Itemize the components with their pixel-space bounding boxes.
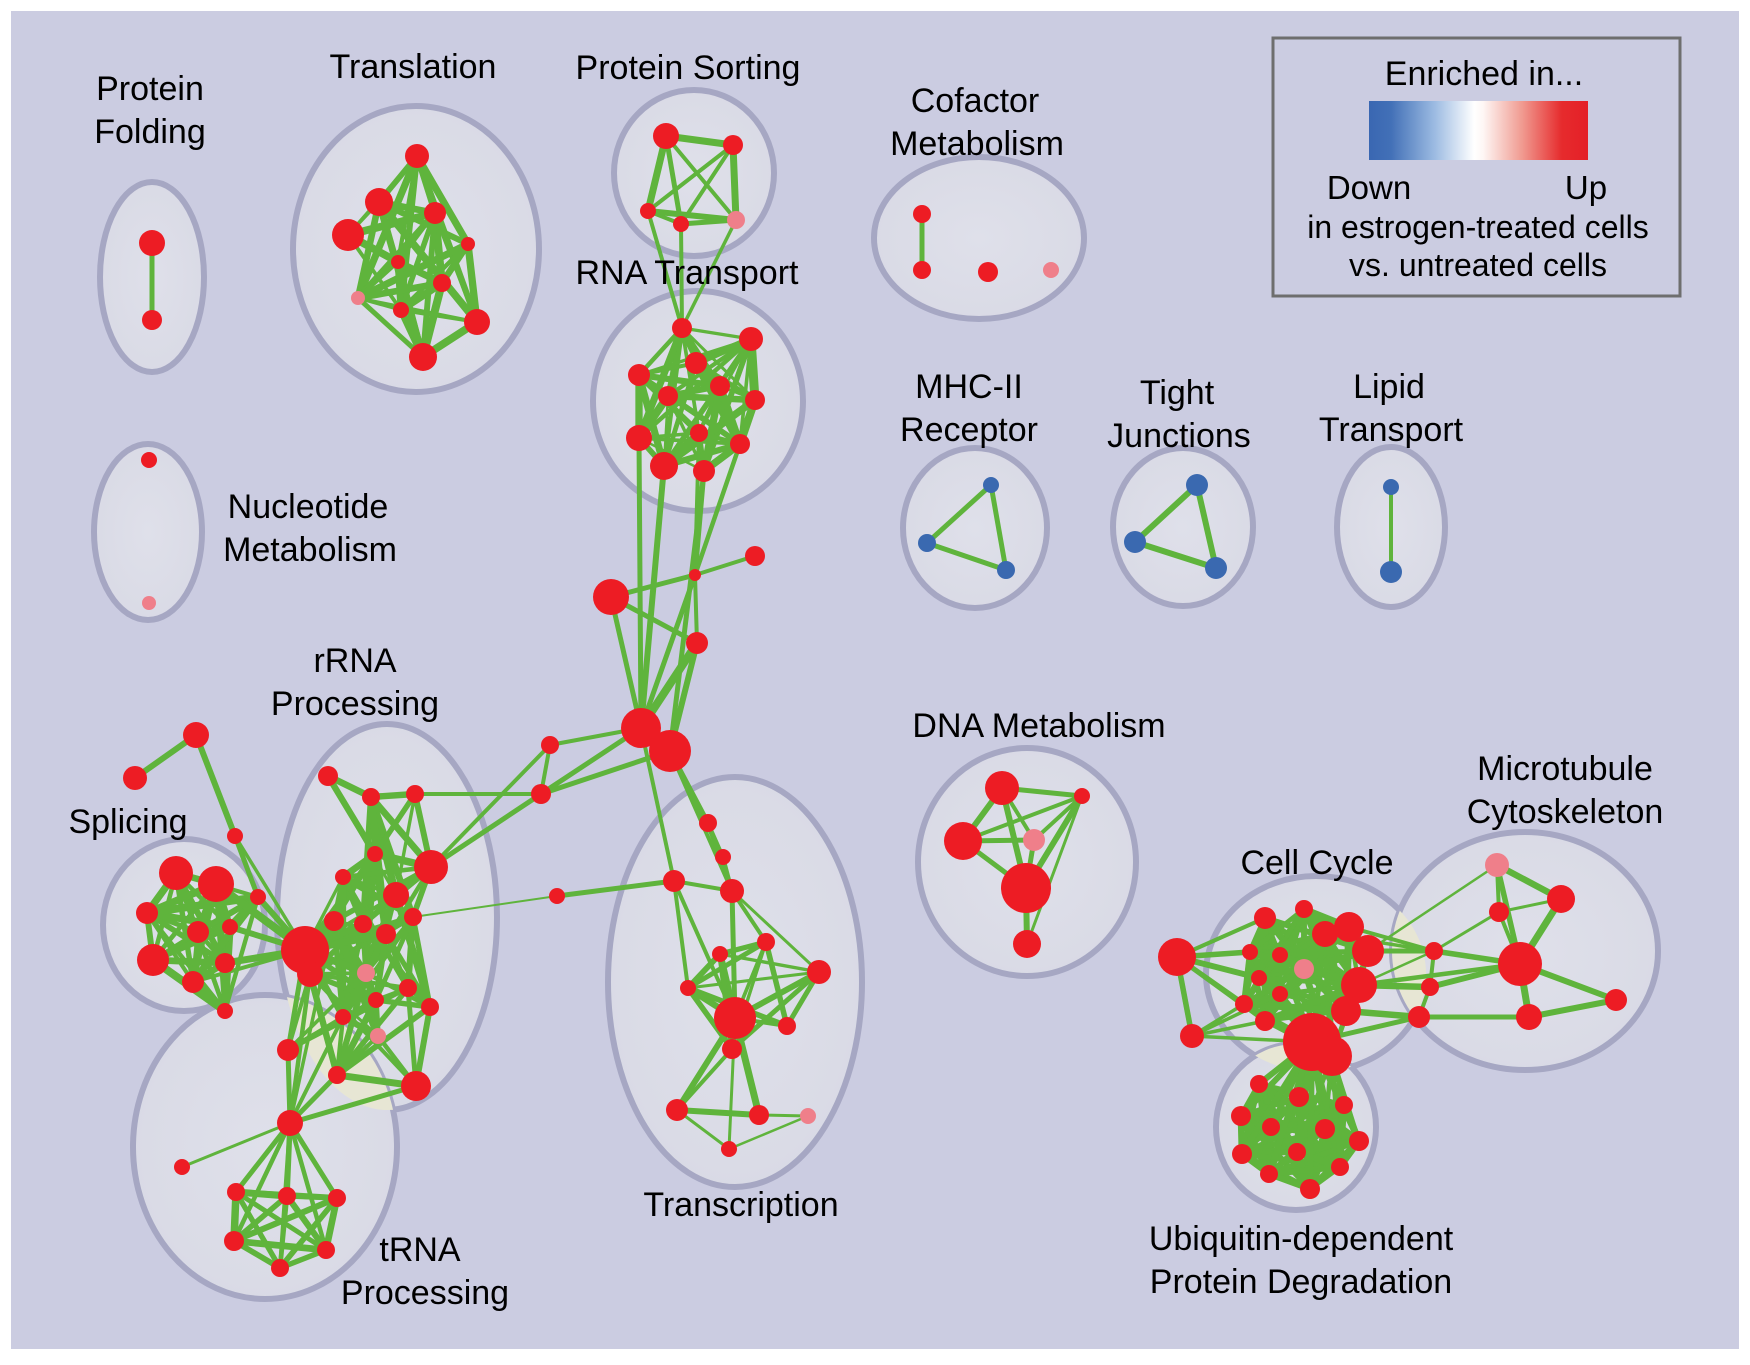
svg-text:vs. untreated cells: vs. untreated cells [1349,247,1607,283]
svg-text:MHC-II: MHC-II [915,368,1023,406]
svg-text:Protein Sorting: Protein Sorting [576,49,801,87]
svg-text:Enriched in...: Enriched in... [1385,55,1583,93]
svg-text:Metabolism: Metabolism [890,125,1064,163]
svg-text:DNA Metabolism: DNA Metabolism [912,707,1165,745]
svg-text:Transport: Transport [1319,411,1464,449]
svg-text:Ubiquitin-dependent: Ubiquitin-dependent [1149,1220,1454,1258]
svg-text:rRNA: rRNA [313,642,396,680]
svg-text:Down: Down [1327,169,1411,206]
svg-text:Cofactor: Cofactor [911,82,1040,120]
svg-text:Processing: Processing [341,1274,509,1312]
svg-text:Junctions: Junctions [1107,417,1251,455]
svg-text:Metabolism: Metabolism [223,531,397,569]
svg-text:Nucleotide: Nucleotide [228,488,389,526]
svg-text:Tight: Tight [1140,374,1215,412]
svg-text:Protein Degradation: Protein Degradation [1150,1263,1452,1301]
svg-text:RNA Transport: RNA Transport [576,254,800,292]
svg-text:Folding: Folding [94,113,206,151]
svg-text:Lipid: Lipid [1353,368,1425,406]
svg-text:Processing: Processing [271,685,439,723]
svg-text:tRNA: tRNA [379,1231,461,1269]
svg-text:Cell Cycle: Cell Cycle [1240,844,1393,882]
svg-text:Microtubule: Microtubule [1477,750,1653,788]
svg-text:Receptor: Receptor [900,411,1038,449]
svg-text:Transcription: Transcription [643,1186,838,1224]
svg-text:Protein: Protein [96,70,204,108]
svg-text:Up: Up [1565,169,1607,206]
svg-text:Splicing: Splicing [68,803,187,841]
svg-text:in estrogen-treated cells: in estrogen-treated cells [1307,209,1649,245]
svg-text:Translation: Translation [330,48,497,86]
svg-text:Cytoskeleton: Cytoskeleton [1467,793,1664,831]
